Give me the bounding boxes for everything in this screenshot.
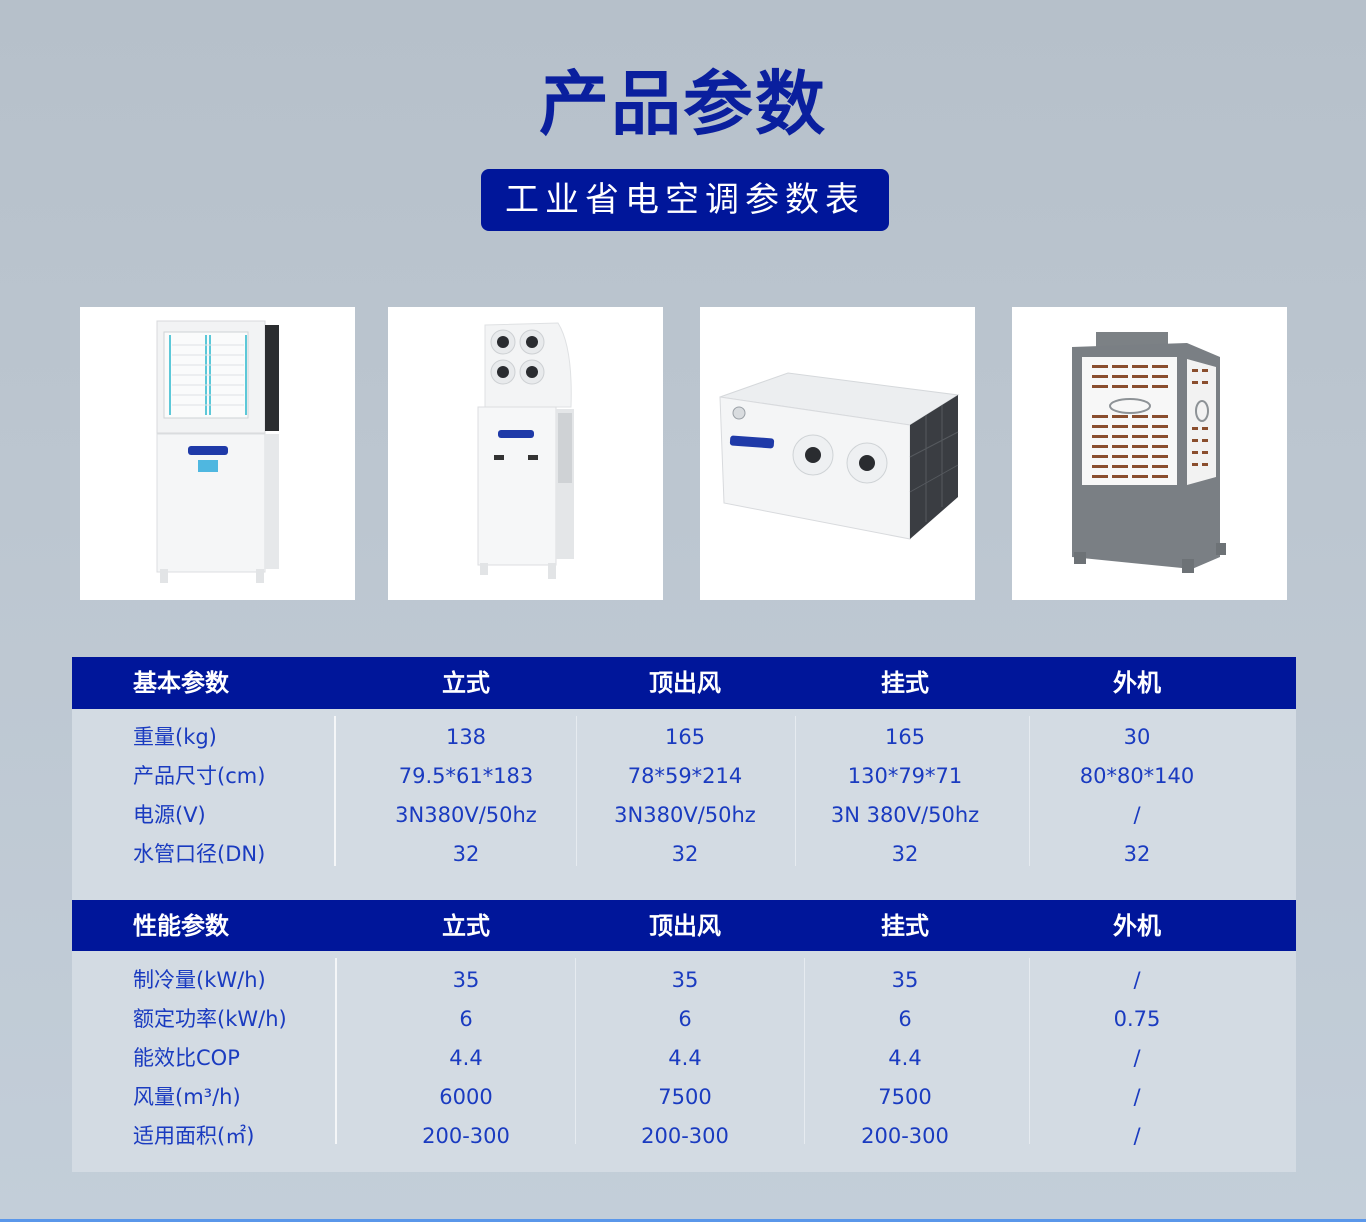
column-divider bbox=[804, 958, 805, 1144]
cell-value: 3N380V/50hz bbox=[395, 803, 537, 827]
column-divider bbox=[1029, 716, 1030, 866]
header-cell: 立式 bbox=[442, 912, 490, 940]
floor-standing-unit-icon bbox=[156, 320, 279, 583]
column-divider bbox=[335, 958, 337, 1144]
table-row: 风量(m³/h) 6000 7500 7500 / bbox=[72, 1078, 1296, 1117]
cell-value: / bbox=[1133, 1124, 1141, 1148]
row-label: 电源(V) bbox=[133, 803, 206, 827]
cell-value: 3N 380V/50hz bbox=[830, 803, 980, 827]
cell-value: 6000 bbox=[439, 1085, 493, 1109]
cell-value: 30 bbox=[1123, 725, 1151, 749]
top-outlet-unit-icon bbox=[477, 322, 574, 579]
cell-value: 165 bbox=[884, 725, 926, 749]
cell-value: 4.4 bbox=[449, 1046, 483, 1070]
cell-value: 6 bbox=[678, 1007, 692, 1031]
product-image-outdoor-unit bbox=[1012, 307, 1287, 600]
cell-value: 7500 bbox=[658, 1085, 712, 1109]
table-row: 能效比COP 4.4 4.4 4.4 / bbox=[72, 1039, 1296, 1078]
table-row: 水管口径(DN) 32 32 32 32 bbox=[72, 835, 1296, 874]
row-label: 产品尺寸(cm) bbox=[133, 764, 266, 788]
cell-value: 0.75 bbox=[1113, 1007, 1161, 1031]
row-label: 能效比COP bbox=[133, 1046, 240, 1070]
column-divider bbox=[575, 958, 576, 1144]
cell-value: 4.4 bbox=[888, 1046, 922, 1070]
cell-value: 6 bbox=[459, 1007, 473, 1031]
column-divider bbox=[334, 716, 336, 866]
cell-value: 32 bbox=[1123, 842, 1151, 866]
cell-value: 35 bbox=[891, 968, 919, 992]
cell-value: / bbox=[1133, 968, 1141, 992]
cell-value: 3N380V/50hz bbox=[614, 803, 756, 827]
cell-value: 35 bbox=[671, 968, 699, 992]
cell-value: 200-300 bbox=[641, 1124, 729, 1148]
header-cell: 挂式 bbox=[881, 912, 929, 940]
table-row: 制冷量(kW/h) 35 35 35 / bbox=[72, 961, 1296, 1000]
cell-value: 78*59*214 bbox=[627, 764, 743, 788]
cell-value: / bbox=[1133, 1046, 1141, 1070]
cell-value: 7500 bbox=[878, 1085, 932, 1109]
cell-value: 130*79*71 bbox=[847, 764, 963, 788]
row-label: 重量(kg) bbox=[133, 725, 217, 749]
row-label: 水管口径(DN) bbox=[133, 842, 266, 866]
table-row: 适用面积(㎡) 200-300 200-300 200-300 / bbox=[72, 1117, 1296, 1156]
page-title: 产品参数 bbox=[539, 63, 827, 145]
cell-value: 4.4 bbox=[668, 1046, 702, 1070]
basic-table-header: 基本参数 立式 顶出风 挂式 外机 bbox=[72, 657, 1296, 709]
cell-value: 35 bbox=[452, 968, 480, 992]
subtitle-badge: 工业省电空调参数表 bbox=[481, 169, 889, 231]
row-label: 风量(m³/h) bbox=[133, 1085, 241, 1109]
header-cell: 立式 bbox=[442, 669, 490, 697]
header-cell: 外机 bbox=[1113, 912, 1161, 940]
product-image-ceiling-mounted bbox=[700, 307, 975, 600]
row-label: 制冷量(kW/h) bbox=[133, 968, 266, 992]
cell-value: 80*80*140 bbox=[1079, 764, 1195, 788]
header-cell: 性能参数 bbox=[133, 912, 229, 940]
cell-value: 138 bbox=[445, 725, 487, 749]
header-cell: 基本参数 bbox=[133, 669, 229, 697]
cell-value: 200-300 bbox=[861, 1124, 949, 1148]
header-cell: 顶出风 bbox=[649, 669, 721, 697]
column-divider bbox=[1029, 958, 1030, 1144]
table-row: 重量(kg) 138 165 165 30 bbox=[72, 718, 1296, 757]
header-cell: 挂式 bbox=[881, 669, 929, 697]
performance-table-header: 性能参数 立式 顶出风 挂式 外机 bbox=[72, 900, 1296, 951]
header-cell: 顶出风 bbox=[649, 912, 721, 940]
outdoor-unit-icon bbox=[1072, 332, 1226, 573]
cell-value: 6 bbox=[898, 1007, 912, 1031]
header-cell: 外机 bbox=[1113, 669, 1161, 697]
cell-value: 79.5*61*183 bbox=[398, 764, 534, 788]
cell-value: 200-300 bbox=[422, 1124, 510, 1148]
row-label: 额定功率(kW/h) bbox=[133, 1007, 287, 1031]
column-divider bbox=[576, 716, 577, 866]
cell-value: 32 bbox=[671, 842, 699, 866]
cell-value: / bbox=[1133, 1085, 1141, 1109]
column-divider bbox=[795, 716, 796, 866]
product-image-top-outlet bbox=[388, 307, 663, 600]
cell-value: 32 bbox=[891, 842, 919, 866]
row-label: 适用面积(㎡) bbox=[133, 1124, 255, 1148]
bottom-accent-line bbox=[0, 1219, 1366, 1222]
cell-value: 165 bbox=[664, 725, 706, 749]
ceiling-mounted-unit-icon bbox=[719, 372, 960, 540]
product-image-floor-standing bbox=[80, 307, 355, 600]
table-row: 产品尺寸(cm) 79.5*61*183 78*59*214 130*79*71… bbox=[72, 757, 1296, 796]
cell-value: / bbox=[1133, 803, 1141, 827]
cell-value: 32 bbox=[452, 842, 480, 866]
table-row: 电源(V) 3N380V/50hz 3N380V/50hz 3N 380V/50… bbox=[72, 796, 1296, 835]
table-row: 额定功率(kW/h) 6 6 6 0.75 bbox=[72, 1000, 1296, 1039]
